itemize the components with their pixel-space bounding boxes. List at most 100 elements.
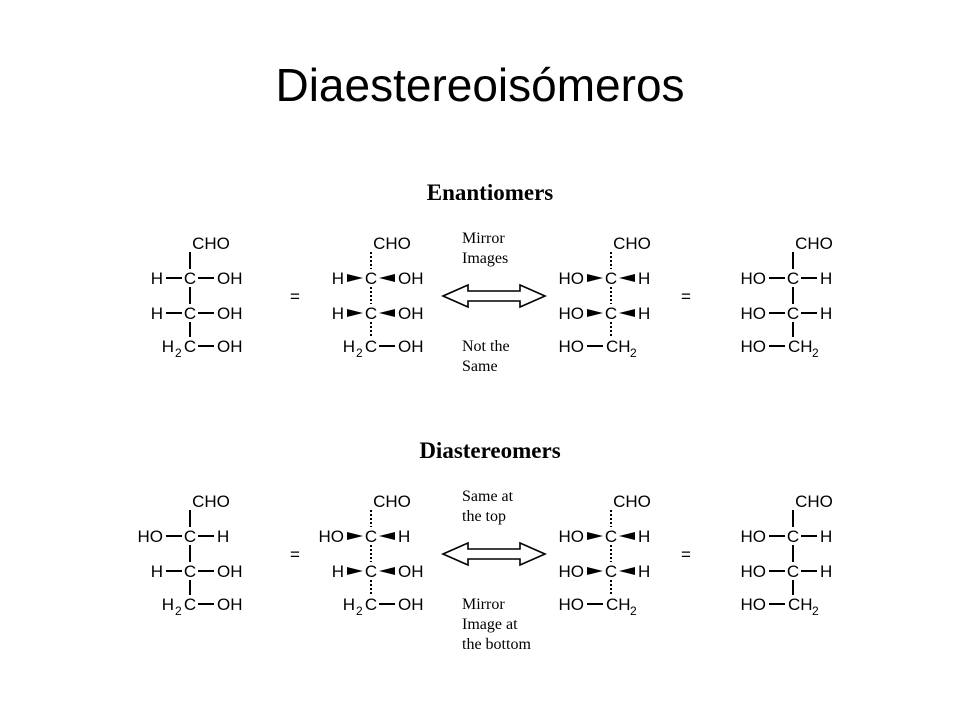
cho-group: CHO — [192, 234, 230, 253]
left-substituent: HO — [559, 269, 585, 288]
equals-sign: = — [290, 287, 300, 306]
ch2-hydrogen: H — [162, 595, 174, 614]
carbon-atom: C — [605, 269, 617, 288]
carbon-atom: C — [605, 527, 617, 546]
subscript-2: 2 — [175, 346, 182, 360]
left-substituent: HO — [559, 527, 585, 546]
arrow-note-bottom: Not the — [462, 338, 510, 355]
right-substituent: H — [217, 527, 229, 546]
wedge-bond — [379, 274, 395, 282]
hydroxyl-group: OH — [217, 595, 243, 614]
cho-group: CHO — [795, 492, 833, 511]
left-substituent: H — [332, 562, 344, 581]
wedge-bond — [379, 532, 395, 540]
cho-group: CHO — [613, 492, 651, 511]
right-substituent: H — [638, 562, 650, 581]
subscript-2: 2 — [630, 346, 637, 360]
left-substituent: HO — [559, 304, 585, 323]
left-substituent: HO — [741, 269, 767, 288]
arrow-note-bottom: Image at — [462, 616, 518, 633]
arrow-note-bottom: the bottom — [462, 636, 531, 653]
double-arrow — [441, 541, 547, 567]
wedge-bond — [587, 532, 603, 540]
carbon-atom: C — [787, 562, 799, 581]
ch2-hydrogen: H — [162, 337, 174, 356]
left-substituent: HO — [741, 304, 767, 323]
slide-title: Diaestereoisómeros — [275, 59, 685, 111]
carbon-atom: C — [605, 304, 617, 323]
right-substituent: H — [638, 527, 650, 546]
wedge-bond — [347, 567, 363, 575]
ch2-group: CH — [606, 337, 631, 356]
subscript-2: 2 — [356, 346, 363, 360]
carbon-atom: C — [787, 527, 799, 546]
cho-group: CHO — [373, 234, 411, 253]
hydroxyl-group: HO — [559, 337, 585, 356]
right-substituent: OH — [398, 562, 424, 581]
double-arrow — [441, 283, 547, 309]
carbon-atom: C — [184, 527, 196, 546]
ch2-group: CH — [788, 337, 813, 356]
right-substituent: H — [638, 304, 650, 323]
equals-sign: = — [290, 545, 300, 564]
right-substituent: OH — [217, 562, 243, 581]
left-substituent: HO — [741, 527, 767, 546]
carbon-atom: C — [184, 304, 196, 323]
carbon-atom: C — [365, 562, 377, 581]
hydroxyl-group: OH — [398, 337, 424, 356]
equals-sign: = — [681, 287, 691, 306]
arrow-note-bottom: Mirror — [462, 596, 505, 613]
arrow-note-top: Same at — [462, 488, 514, 505]
arrow-note-top: Images — [462, 250, 508, 267]
arrow-note-top: the top — [462, 508, 506, 525]
wedge-bond — [347, 532, 363, 540]
carbon-atom: C — [605, 562, 617, 581]
left-substituent: HO — [741, 562, 767, 581]
cho-group: CHO — [613, 234, 651, 253]
cho-group: CHO — [795, 234, 833, 253]
carbon-atom: C — [787, 304, 799, 323]
subscript-2: 2 — [356, 604, 363, 618]
section-heading: Enantiomers — [427, 180, 554, 205]
arrow-shape — [441, 541, 547, 567]
wedge-bond — [619, 567, 635, 575]
ch2-hydrogen: H — [343, 595, 355, 614]
wedge-bond — [379, 309, 395, 317]
right-substituent: OH — [217, 304, 243, 323]
carbon-atom: C — [365, 269, 377, 288]
right-substituent: H — [638, 269, 650, 288]
wedge-bond — [619, 274, 635, 282]
carbon-atom: C — [184, 269, 196, 288]
carbon-atom: C — [365, 304, 377, 323]
subscript-2: 2 — [812, 604, 819, 618]
arrow-note-bottom: Same — [462, 358, 498, 375]
left-substituent: H — [332, 269, 344, 288]
carbon-atom: C — [184, 595, 196, 614]
right-substituent: OH — [398, 304, 424, 323]
right-substituent: H — [398, 527, 410, 546]
left-substituent: H — [151, 562, 163, 581]
subscript-2: 2 — [630, 604, 637, 618]
right-substituent: H — [820, 269, 832, 288]
hydroxyl-group: HO — [741, 595, 767, 614]
right-substituent: H — [820, 527, 832, 546]
left-substituent: H — [332, 304, 344, 323]
subscript-2: 2 — [812, 346, 819, 360]
ch2-group: CH — [606, 595, 631, 614]
section-heading: Diastereomers — [419, 438, 560, 463]
arrow-note-top: Mirror — [462, 230, 505, 247]
equals-sign: = — [681, 545, 691, 564]
ch2-group: CH — [788, 595, 813, 614]
right-substituent: OH — [217, 269, 243, 288]
carbon-atom: C — [787, 269, 799, 288]
right-substituent: H — [820, 562, 832, 581]
carbon-atom: C — [365, 527, 377, 546]
left-substituent: H — [151, 269, 163, 288]
